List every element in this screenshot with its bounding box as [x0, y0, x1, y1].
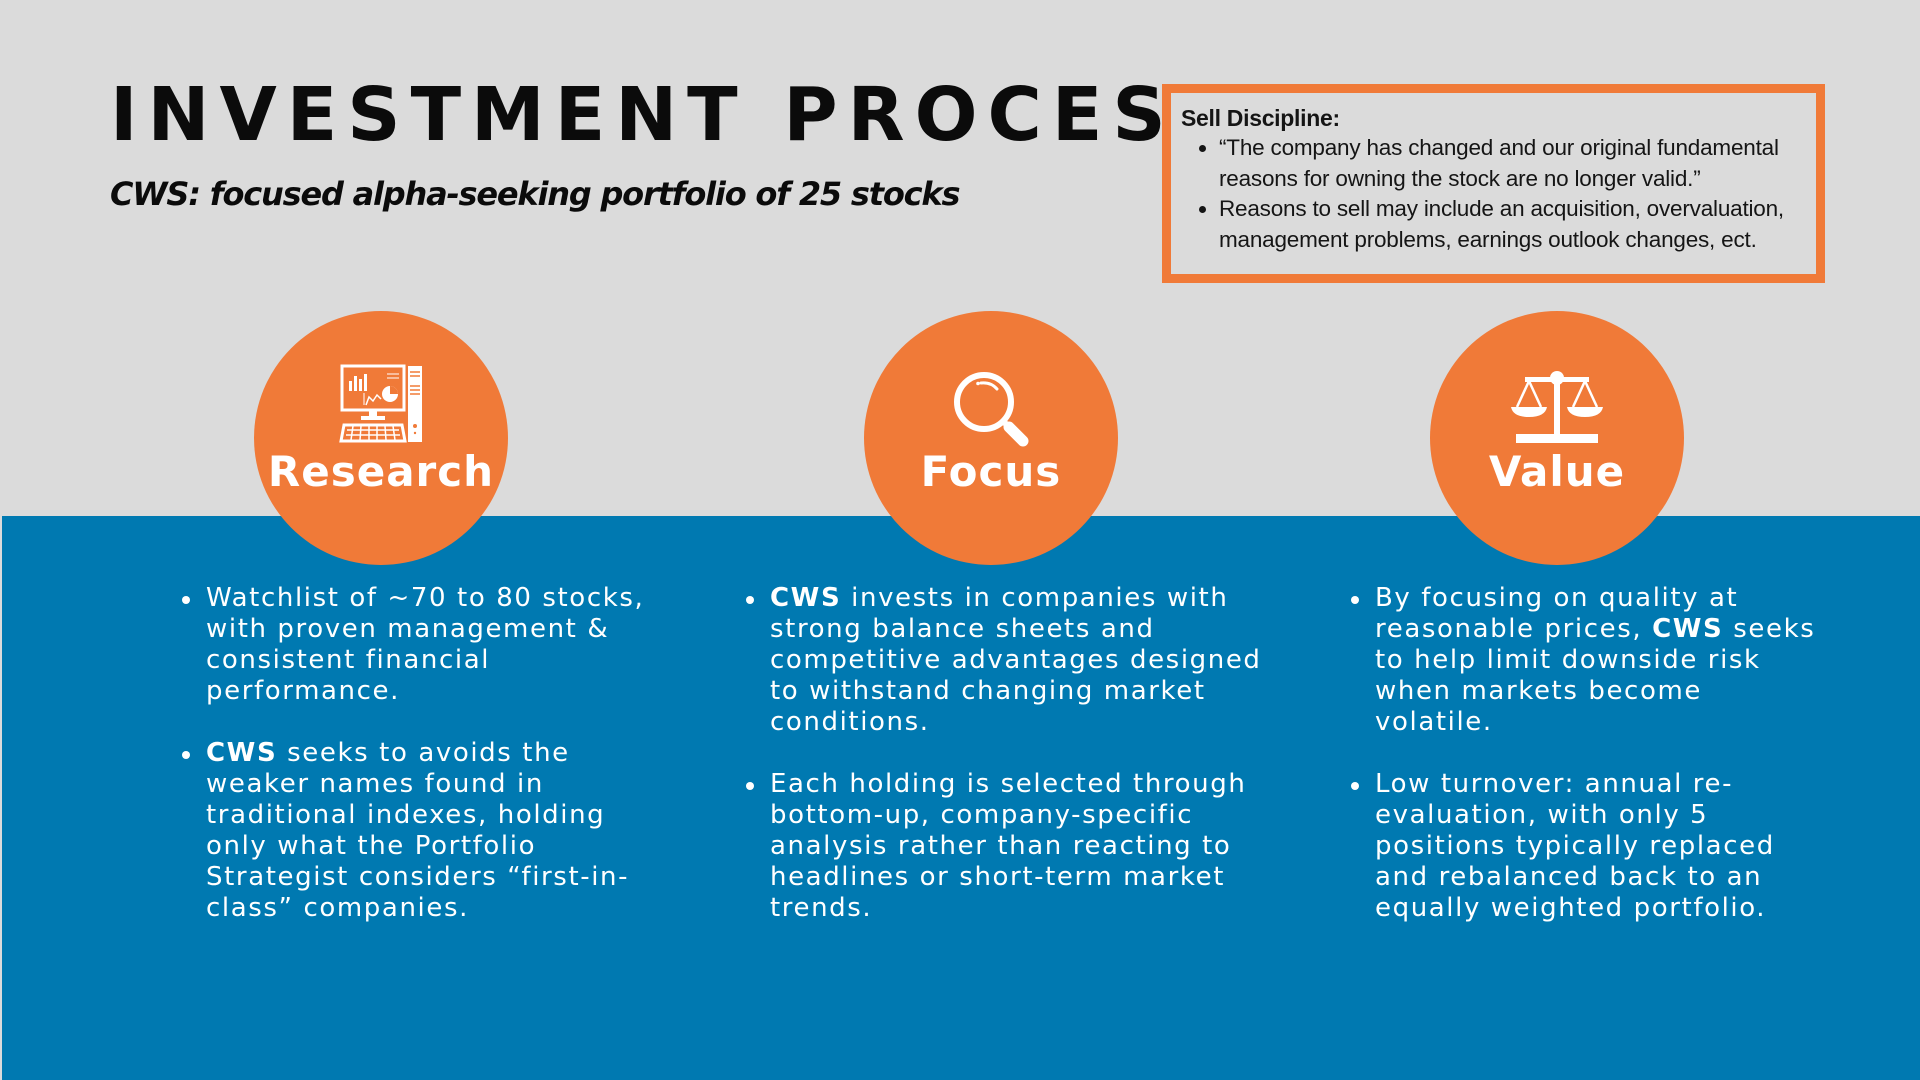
value-bullet: By focusing on quality at reasonable pri… — [1351, 583, 1821, 738]
focus-badge: Focus — [864, 311, 1118, 565]
bullet-text: invests in companies with strong balance… — [770, 583, 1262, 737]
focus-label: Focus — [920, 447, 1062, 496]
research-bullet: Watchlist of ~70 to 80 stocks, with prov… — [182, 583, 652, 707]
magnifying-glass-icon — [951, 369, 1031, 455]
value-bullet: Low turnover: annual re-evaluation, with… — [1351, 769, 1821, 924]
focus-bullet: CWS invests in companies with strong bal… — [746, 583, 1266, 738]
sell-discipline-list: “The company has changed and our origina… — [1181, 133, 1806, 255]
bullet-text: By focusing on quality at reasonable pri… — [1375, 583, 1739, 644]
bullet-text: seeks to avoids the weaker names found i… — [206, 738, 630, 923]
sell-discipline-heading: Sell Discipline: — [1181, 105, 1340, 131]
blue-background-band — [2, 516, 1920, 1080]
value-label: Value — [1488, 447, 1626, 496]
value-badge: Value — [1430, 311, 1684, 565]
page-subtitle: CWS: focused alpha-seeking portfolio of … — [110, 175, 961, 213]
computer-research-icon — [339, 363, 423, 449]
focus-column: CWS invests in companies with strong bal… — [746, 583, 1266, 955]
research-badge: Research — [254, 311, 508, 565]
sell-discipline-item: Reasons to sell may include an acquisiti… — [1219, 194, 1806, 255]
sell-discipline-item: “The company has changed and our origina… — [1219, 133, 1806, 194]
research-label: Research — [267, 447, 495, 496]
bold-brand: CWS — [770, 583, 842, 613]
balance-scale-icon — [1511, 371, 1603, 455]
page-title: INVESTMENT PROCESS — [110, 72, 1236, 158]
focus-bullet: Each holding is selected through bottom-… — [746, 769, 1266, 924]
bullet-text: Low turnover: annual re-evaluation, with… — [1375, 769, 1775, 923]
bullet-text: Each holding is selected through bottom-… — [770, 769, 1247, 923]
research-bullet: CWS seeks to avoids the weaker names fou… — [182, 738, 652, 924]
bullet-text: Watchlist of ~70 to 80 stocks, with prov… — [206, 583, 645, 706]
bold-brand: CWS — [1652, 614, 1724, 644]
bullet-text: seeks to help limit downside risk when m… — [1375, 614, 1816, 737]
bold-brand: CWS — [206, 738, 278, 768]
sell-discipline-box: Sell Discipline: “The company has change… — [1162, 84, 1825, 283]
research-column: Watchlist of ~70 to 80 stocks, with prov… — [182, 583, 652, 955]
value-column: By focusing on quality at reasonable pri… — [1351, 583, 1821, 955]
